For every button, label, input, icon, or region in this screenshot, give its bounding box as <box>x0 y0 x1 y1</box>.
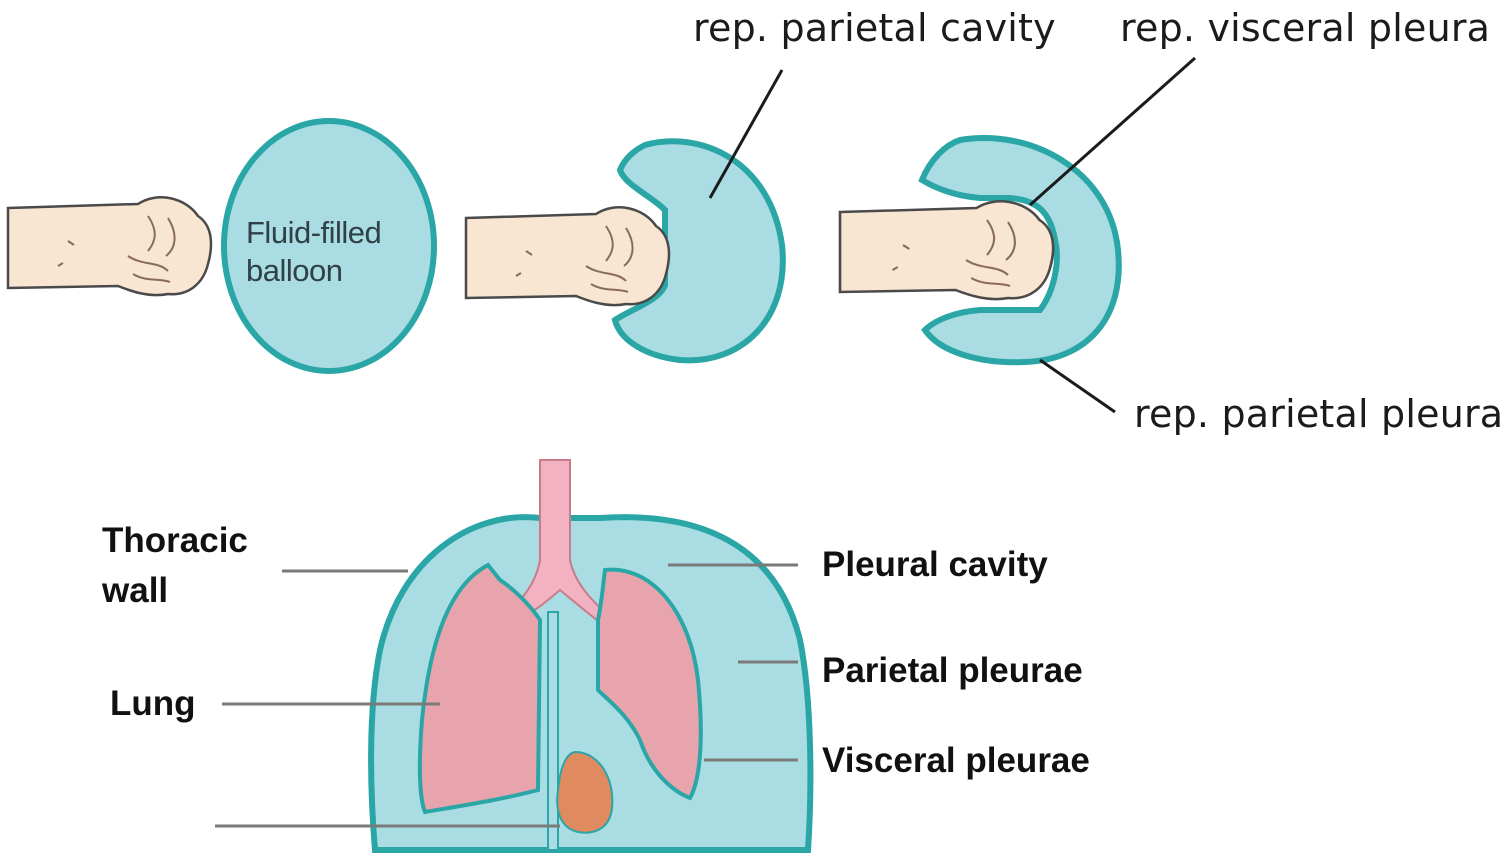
fist-2 <box>466 207 669 305</box>
label-visceral-pleura: rep. visceral pleura <box>1120 6 1490 50</box>
balloon-label-line-2: balloon <box>246 252 381 290</box>
fist-1 <box>8 197 211 295</box>
label-thoracic-wall-line-1: Thoracic <box>102 521 248 561</box>
visceral-pleura-leader-line <box>1030 58 1195 205</box>
mediastinum <box>548 612 558 850</box>
label-thoracic-wall-line-2: wall <box>102 571 168 611</box>
balloon-label: Fluid-filled balloon <box>246 214 381 290</box>
label-visceral-pleurae: Visceral pleurae <box>822 741 1090 781</box>
balloon-label-line-1: Fluid-filled <box>246 214 381 252</box>
label-parietal-cavity: rep. parietal cavity <box>693 6 1056 50</box>
label-lung: Lung <box>110 684 196 724</box>
parietal-pleura-leader-line <box>1040 360 1115 412</box>
fist-3 <box>840 201 1053 299</box>
label-pleural-cavity: Pleural cavity <box>822 545 1048 585</box>
label-parietal-pleurae: Parietal pleurae <box>822 651 1083 691</box>
label-parietal-pleura: rep. parietal pleura <box>1134 392 1503 436</box>
